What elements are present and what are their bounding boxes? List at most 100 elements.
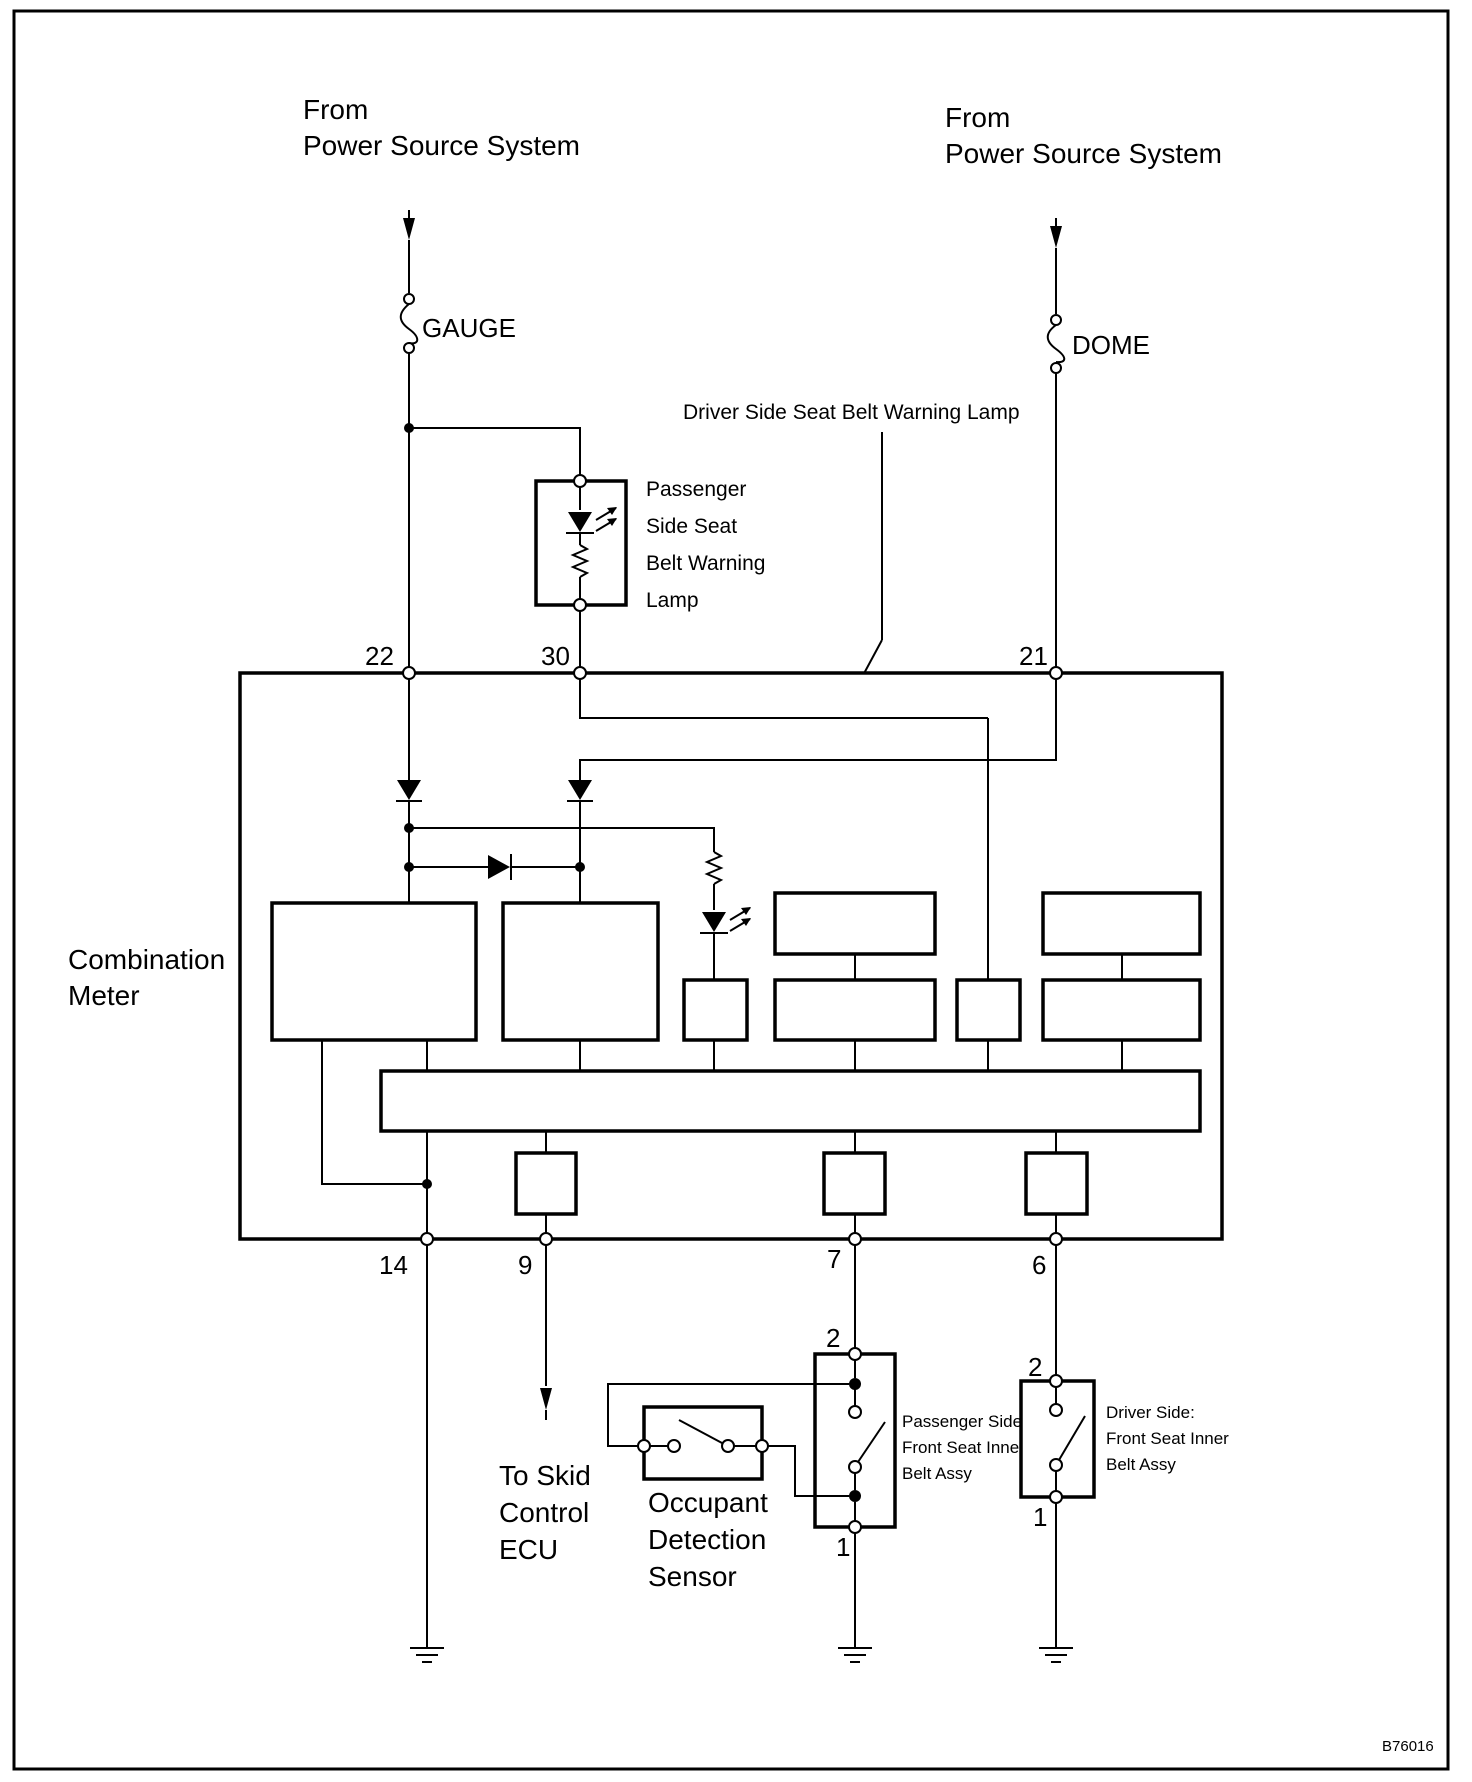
diode-icon: [397, 780, 421, 800]
skid-ecu-label: To Skid: [499, 1460, 591, 1491]
lamp-terminal: [573, 598, 587, 612]
combination-meter-label: Meter: [68, 980, 140, 1011]
meter-block: [1041, 891, 1202, 956]
meter-block: [501, 901, 660, 1042]
passenger-belt-pin-2: 2: [826, 1323, 840, 1353]
fuse-terminal: [403, 293, 415, 305]
driver-belt-pin-1: 1: [1033, 1502, 1047, 1532]
diode-icon: [488, 855, 510, 879]
combination-meter-box: [238, 671, 1224, 1241]
ground-icon: [1039, 1647, 1073, 1663]
passenger-lamp-label: Lamp: [646, 589, 699, 612]
passenger-lamp-label: Side Seat: [646, 515, 737, 538]
pin-22: [402, 666, 416, 680]
meter-bus-block: [379, 1069, 1202, 1133]
switch-contact: [1049, 1458, 1063, 1472]
combination-meter-label: Combination: [68, 944, 225, 975]
pin-14-label: 14: [379, 1250, 408, 1280]
belt-terminal: [848, 1347, 862, 1361]
pin-7: [848, 1232, 862, 1246]
switch-contact: [721, 1439, 735, 1453]
wire: [768, 1445, 849, 1497]
meter-block: [1024, 1151, 1089, 1216]
meter-block: [1041, 978, 1202, 1042]
switch-contact: [848, 1405, 862, 1419]
driver-belt-assy-box: [1019, 1379, 1096, 1499]
light-rays-icon: [595, 507, 617, 532]
fuse-icon: [399, 303, 419, 345]
switch-contact: [848, 1460, 862, 1474]
occupant-sensor-box: [642, 1405, 764, 1481]
pin-9-label: 9: [518, 1250, 532, 1280]
belt-terminal: [848, 1520, 862, 1534]
light-rays-icon: [729, 907, 751, 932]
switch-icon: [678, 1419, 723, 1444]
skid-ecu-label: Control: [499, 1497, 589, 1528]
meter-block: [955, 978, 1022, 1042]
pin-30-label: 30: [541, 641, 570, 671]
wire: [607, 1383, 849, 1447]
arrow-down-icon: [403, 218, 415, 240]
junction-dot: [422, 1179, 432, 1189]
fuse-terminal: [403, 342, 415, 354]
junction-dot: [849, 1490, 861, 1502]
meter-block: [514, 1151, 578, 1216]
passenger-lamp-label: Belt Warning: [646, 552, 765, 575]
driver-belt-label: Driver Side:: [1106, 1403, 1195, 1422]
driver-belt-label: Front Seat Inner: [1106, 1429, 1229, 1448]
skid-ecu-label: ECU: [499, 1534, 558, 1565]
sensor-terminal: [755, 1439, 769, 1453]
pin-14: [420, 1232, 434, 1246]
wire: [321, 1040, 427, 1185]
wire: [579, 679, 1057, 780]
switch-icon: [1058, 1415, 1086, 1461]
lamp-terminal: [573, 474, 587, 488]
belt-terminal: [1049, 1374, 1063, 1388]
driver-belt-label: Belt Assy: [1106, 1455, 1176, 1474]
ground-icon: [838, 1647, 872, 1663]
sensor-terminal: [637, 1439, 651, 1453]
meter-block: [270, 901, 478, 1042]
switch-contact: [667, 1439, 681, 1453]
pin-21: [1049, 666, 1063, 680]
arrow-down-icon: [540, 1388, 552, 1410]
pin-6: [1049, 1232, 1063, 1246]
switch-contact: [1049, 1403, 1063, 1417]
from-label-right: From: [945, 102, 1010, 133]
driver-lamp-label: Driver Side Seat Belt Warning Lamp: [683, 401, 1020, 424]
switch-icon: [857, 1421, 886, 1463]
pin-7-label: 7: [827, 1244, 841, 1274]
meter-block: [773, 891, 937, 956]
driver-belt-pin-2: 2: [1028, 1352, 1042, 1382]
passenger-belt-pin-1: 1: [836, 1532, 850, 1562]
power-source-label-right: Power Source System: [945, 138, 1222, 169]
fuse-dome-label: DOME: [1072, 330, 1150, 360]
meter-block: [822, 1151, 887, 1216]
wire: [409, 827, 715, 852]
fuse-terminal: [1050, 362, 1062, 374]
wire: [409, 427, 581, 475]
fuse-gauge-label: GAUGE: [422, 313, 516, 343]
wire: [579, 679, 988, 719]
arrow-down-icon: [1050, 226, 1062, 248]
led-icon: [702, 912, 726, 932]
fuse-icon: [1046, 324, 1066, 364]
meter-block: [682, 978, 749, 1042]
pin-9: [539, 1232, 553, 1246]
passenger-lamp-label: Passenger: [646, 478, 746, 501]
from-label-left: From: [303, 94, 368, 125]
resistor-icon: [570, 544, 590, 578]
ground-icon: [410, 1647, 444, 1663]
pin-6-label: 6: [1032, 1250, 1046, 1280]
led-icon: [568, 512, 592, 532]
power-source-label-left: Power Source System: [303, 130, 580, 161]
pin-21-label: 21: [1019, 641, 1048, 671]
belt-terminal: [1049, 1490, 1063, 1504]
passenger-belt-label: Belt Assy: [902, 1464, 972, 1483]
passenger-belt-label: Front Seat Inner: [902, 1438, 1025, 1457]
occupant-sensor-label: Sensor: [648, 1561, 737, 1592]
meter-block: [773, 978, 937, 1042]
diode-icon: [568, 780, 592, 800]
resistor-icon: [704, 851, 724, 885]
